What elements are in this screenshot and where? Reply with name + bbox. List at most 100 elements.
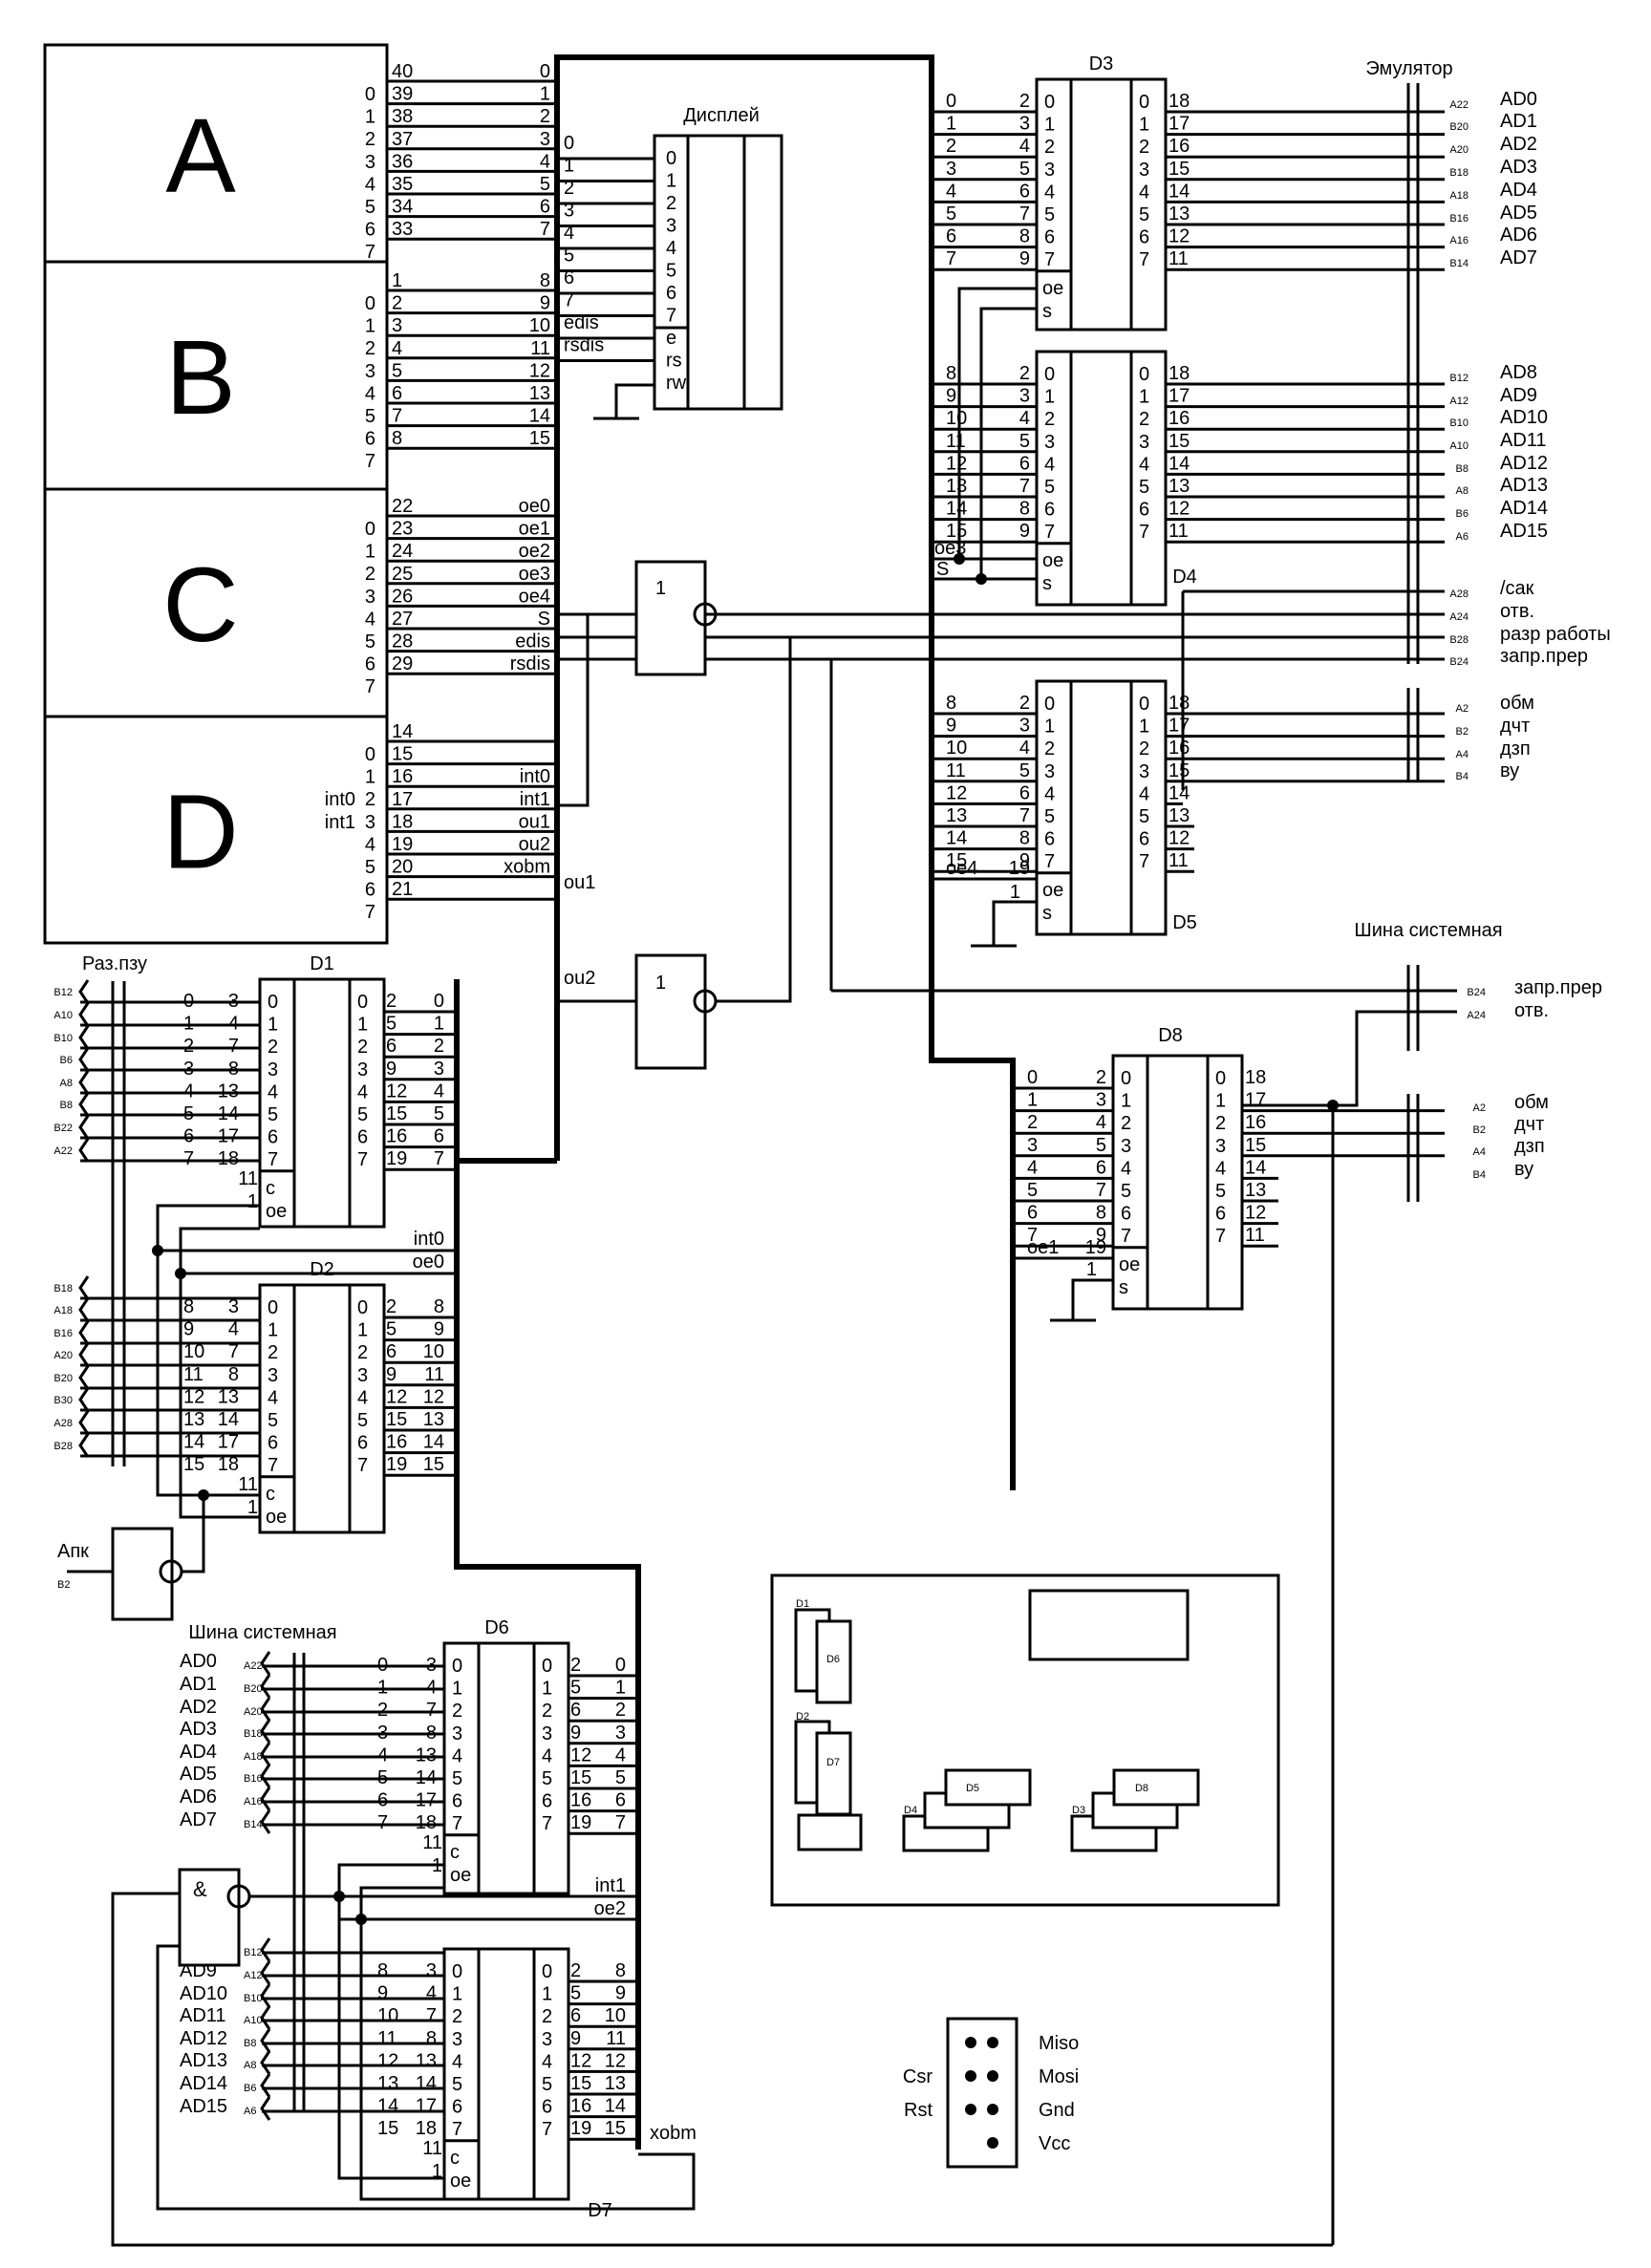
chip-pin: 11 (1169, 521, 1189, 542)
bus-index: 5 (615, 1767, 626, 1788)
bus-index: 2 (946, 136, 956, 157)
chip-pin: 2 (1019, 363, 1030, 384)
bus-index: 4 (615, 1744, 626, 1765)
wire-right-label: oe2 (519, 541, 550, 562)
apk-label: Апк (57, 1541, 89, 1562)
chip-output-number: 0 (357, 1297, 368, 1318)
chip-pin: 6 (570, 1700, 581, 1721)
wire-right-label: 9 (540, 293, 550, 314)
chip-input-number: 7 (452, 1813, 462, 1834)
bus-signal: oe2 (594, 1898, 626, 1919)
chip-label: D5 (1172, 912, 1197, 933)
chip-pin: 11 (238, 1474, 258, 1495)
chip-input-number: 0 (268, 1297, 278, 1318)
chip-pin: 14 (1245, 1157, 1266, 1178)
wire-right-label: 15 (529, 428, 550, 449)
bus-index: 0 (183, 991, 194, 1012)
signal-name: запр.прер (1500, 646, 1588, 667)
chip-output-number: 5 (357, 1410, 368, 1431)
port-pin-number: 3 (365, 812, 375, 833)
bus-index: 10 (946, 738, 967, 759)
connector-zigzag-icon (78, 1115, 90, 1140)
chip-pin: 2 (386, 991, 397, 1012)
port-pin-number: 7 (365, 451, 375, 472)
chip-pin: 17 (416, 2096, 437, 2117)
chip-output-number: 6 (357, 1433, 368, 1454)
port-block-c (43, 487, 389, 718)
board-chip-label: D3 (1072, 1805, 1085, 1816)
chip-input-number: 4 (1044, 454, 1055, 475)
signal-name: AD4 (180, 1742, 217, 1763)
chip-pin: 14 (1169, 181, 1190, 202)
chip-input-number: 1 (452, 1679, 462, 1700)
board-chip-label: D8 (1135, 1783, 1148, 1794)
chip-output-number: 5 (1139, 806, 1149, 827)
port-pin-number: 7 (365, 676, 375, 697)
board-chip-label: D6 (826, 1654, 840, 1665)
port-pin-signal: int0 (325, 789, 355, 810)
connector-zigzag-icon (260, 1674, 271, 1699)
chip-output-number: 0 (1139, 364, 1149, 385)
chip-control-label: c (266, 1178, 275, 1199)
bus-index: 0 (946, 91, 956, 112)
connector-pin-icon (965, 2070, 976, 2082)
chip-pin: 1 (247, 1497, 258, 1518)
chip-input-number: 0 (452, 1961, 462, 1982)
chip-pin: 12 (570, 1744, 591, 1765)
chip-input-number: 3 (1044, 432, 1055, 453)
board-chip (815, 1731, 852, 1816)
signal-name: AD13 (180, 2050, 227, 2071)
chip-pin: 2 (1019, 91, 1030, 112)
connector-signal: Gnd (1039, 2100, 1075, 2121)
chip-pin: 16 (386, 1432, 407, 1453)
inverter-gate-2 (634, 953, 707, 1070)
chip-label: D7 (588, 2200, 612, 2221)
chip-pin: 17 (1169, 386, 1190, 407)
chip-control-label: oe (450, 1865, 471, 1886)
chip-input-number: 4 (1044, 783, 1055, 804)
signal-name: дчт (1514, 1114, 1544, 1135)
chip-input-number: 3 (268, 1059, 278, 1081)
chip-output-number: 1 (357, 1015, 368, 1036)
chip-pin: 16 (386, 1126, 407, 1147)
chip-output-number: 6 (357, 1127, 368, 1148)
chip-input-number: 4 (1121, 1158, 1131, 1179)
connector-zigzag-icon (260, 1651, 271, 1676)
wire-left-label: 40 (392, 61, 413, 82)
connector-pin: B20 (54, 1373, 73, 1384)
chip-output-number: 3 (357, 1059, 368, 1081)
chip-pin: 19 (570, 2118, 591, 2139)
chip-pin: 14 (218, 1409, 239, 1430)
signal-name: AD11 (1500, 430, 1547, 451)
chip-pin: 3 (1019, 716, 1030, 737)
junction-dot (976, 573, 987, 585)
bus-index: 11 (946, 760, 966, 781)
chip-input-number: 1 (452, 1984, 462, 2005)
bus-index: 12 (946, 782, 967, 803)
signal-name: AD7 (1500, 247, 1537, 268)
display-bus-label: 1 (564, 156, 574, 177)
display-bus-label: rsdis (564, 335, 604, 356)
wire-right-label: 4 (540, 151, 550, 172)
chip-pin: 17 (218, 1126, 239, 1147)
board-display (1028, 1589, 1190, 1661)
chip-d7 (442, 1947, 570, 2201)
chip-input-number: 5 (1044, 806, 1055, 827)
chip-pin: 1 (247, 1191, 258, 1212)
bus-index: 10 (946, 408, 967, 429)
bus-index: 4 (946, 181, 956, 202)
inverter-gate-1 (634, 560, 707, 676)
bus-index: 5 (946, 203, 956, 225)
chip-output-number: 5 (1139, 477, 1149, 498)
connector-pin: B20 (244, 1683, 263, 1695)
chip-pin: 9 (1019, 248, 1030, 269)
chip-pin: 17 (218, 1432, 239, 1453)
chip-output-number: 6 (1139, 500, 1149, 521)
chip-pin: 8 (1019, 828, 1030, 849)
chip-control-label: oe (450, 2171, 471, 2192)
bus-index: 14 (183, 1432, 204, 1453)
chip-input-number: 5 (1044, 204, 1055, 225)
wire-left-label: 15 (392, 744, 413, 765)
chip-output-number: 4 (1215, 1158, 1226, 1179)
bus-index: 8 (183, 1296, 194, 1317)
